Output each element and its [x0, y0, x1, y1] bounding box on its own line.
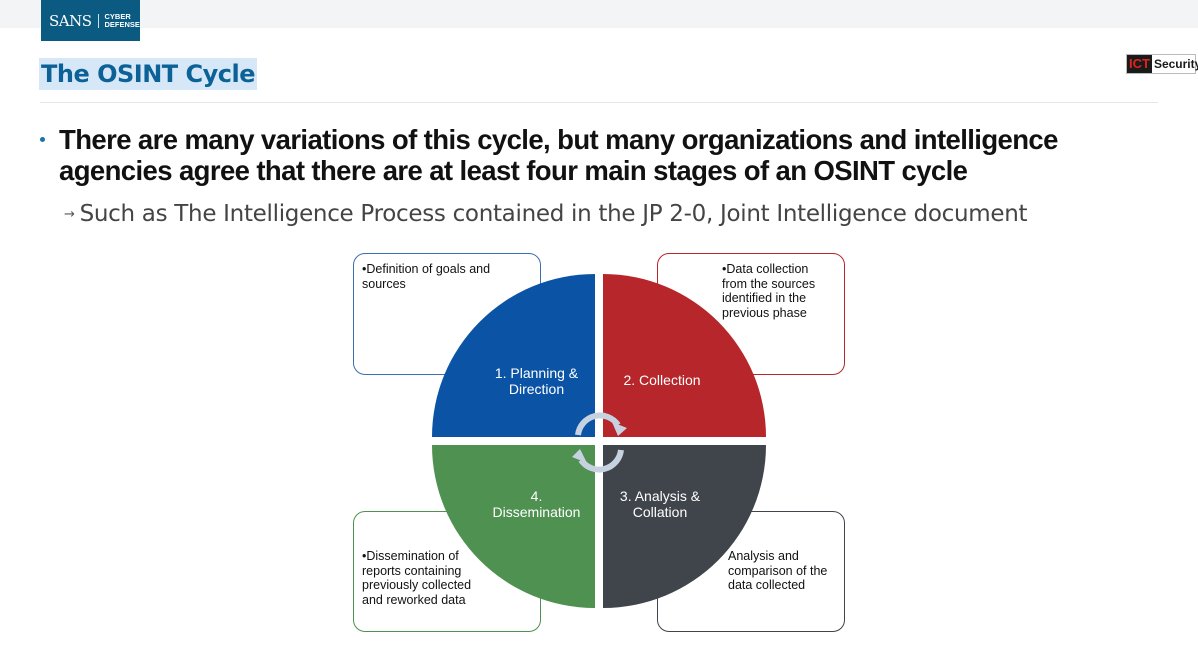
analysis-label-line1: 3. Analysis & [619, 488, 701, 504]
planning-label: 1. Planning & Direction [484, 365, 589, 397]
sans-cyber-defense-logo: SANS CYBER DEFENSE [41, 0, 140, 41]
logo-line2: DEFENSE [104, 19, 140, 29]
collection-quadrant [603, 274, 766, 437]
dissemination-description: •Dissemination of reports containing pre… [362, 549, 472, 607]
top-bar [0, 0, 1198, 28]
logo-separator [97, 13, 99, 28]
collection-label-line1: 2. Collection [623, 372, 701, 388]
main-bullet-text: There are many variations of this cycle,… [59, 124, 1058, 186]
dissemination-label-line1: 4. [530, 488, 543, 504]
analysis-label-line2: Collation [632, 504, 688, 520]
logo-subtitle: CYBER DEFENSE [104, 11, 140, 29]
logo-line1: CYBER [104, 11, 131, 21]
slide-title: The OSINT Cycle [39, 58, 258, 90]
logo-brand: SANS [49, 11, 92, 30]
sub-bullet: → Such as The Intelligence Process contai… [64, 199, 1028, 230]
planning-quadrant [432, 274, 595, 437]
analysis-description: Analysis and comparison of the data coll… [728, 549, 828, 592]
sub-bullet-text: Such as The Intelligence Process contain… [79, 201, 1028, 227]
ict-logo-part2: Security [1153, 57, 1198, 71]
dissemination-quadrant [432, 445, 595, 608]
planning-label-line2: Direction [508, 381, 565, 397]
planning-description: •Definition of goals and sources [362, 262, 491, 291]
analysis-quadrant [603, 445, 766, 608]
planning-label-line1: 1. Planning & [494, 365, 579, 381]
dissemination-label: 4. Dissemination [484, 488, 589, 520]
collection-description: •Data collection from the sources identi… [722, 262, 816, 320]
ict-security-logo: ICT Security [1126, 54, 1198, 74]
cycle-arrows-icon [572, 412, 627, 473]
analysis-label: 3. Analysis & Collation [610, 488, 710, 520]
title-divider [40, 102, 1158, 103]
ict-logo-part1: ICT [1127, 55, 1152, 73]
collection-label: 2. Collection [612, 372, 712, 388]
arrow-right-icon: → [64, 207, 75, 222]
dissemination-label-line2: Dissemination [492, 504, 581, 520]
main-bullet: There are many variations of this cycle,… [40, 124, 1160, 186]
bullet-dot-icon [40, 137, 45, 142]
